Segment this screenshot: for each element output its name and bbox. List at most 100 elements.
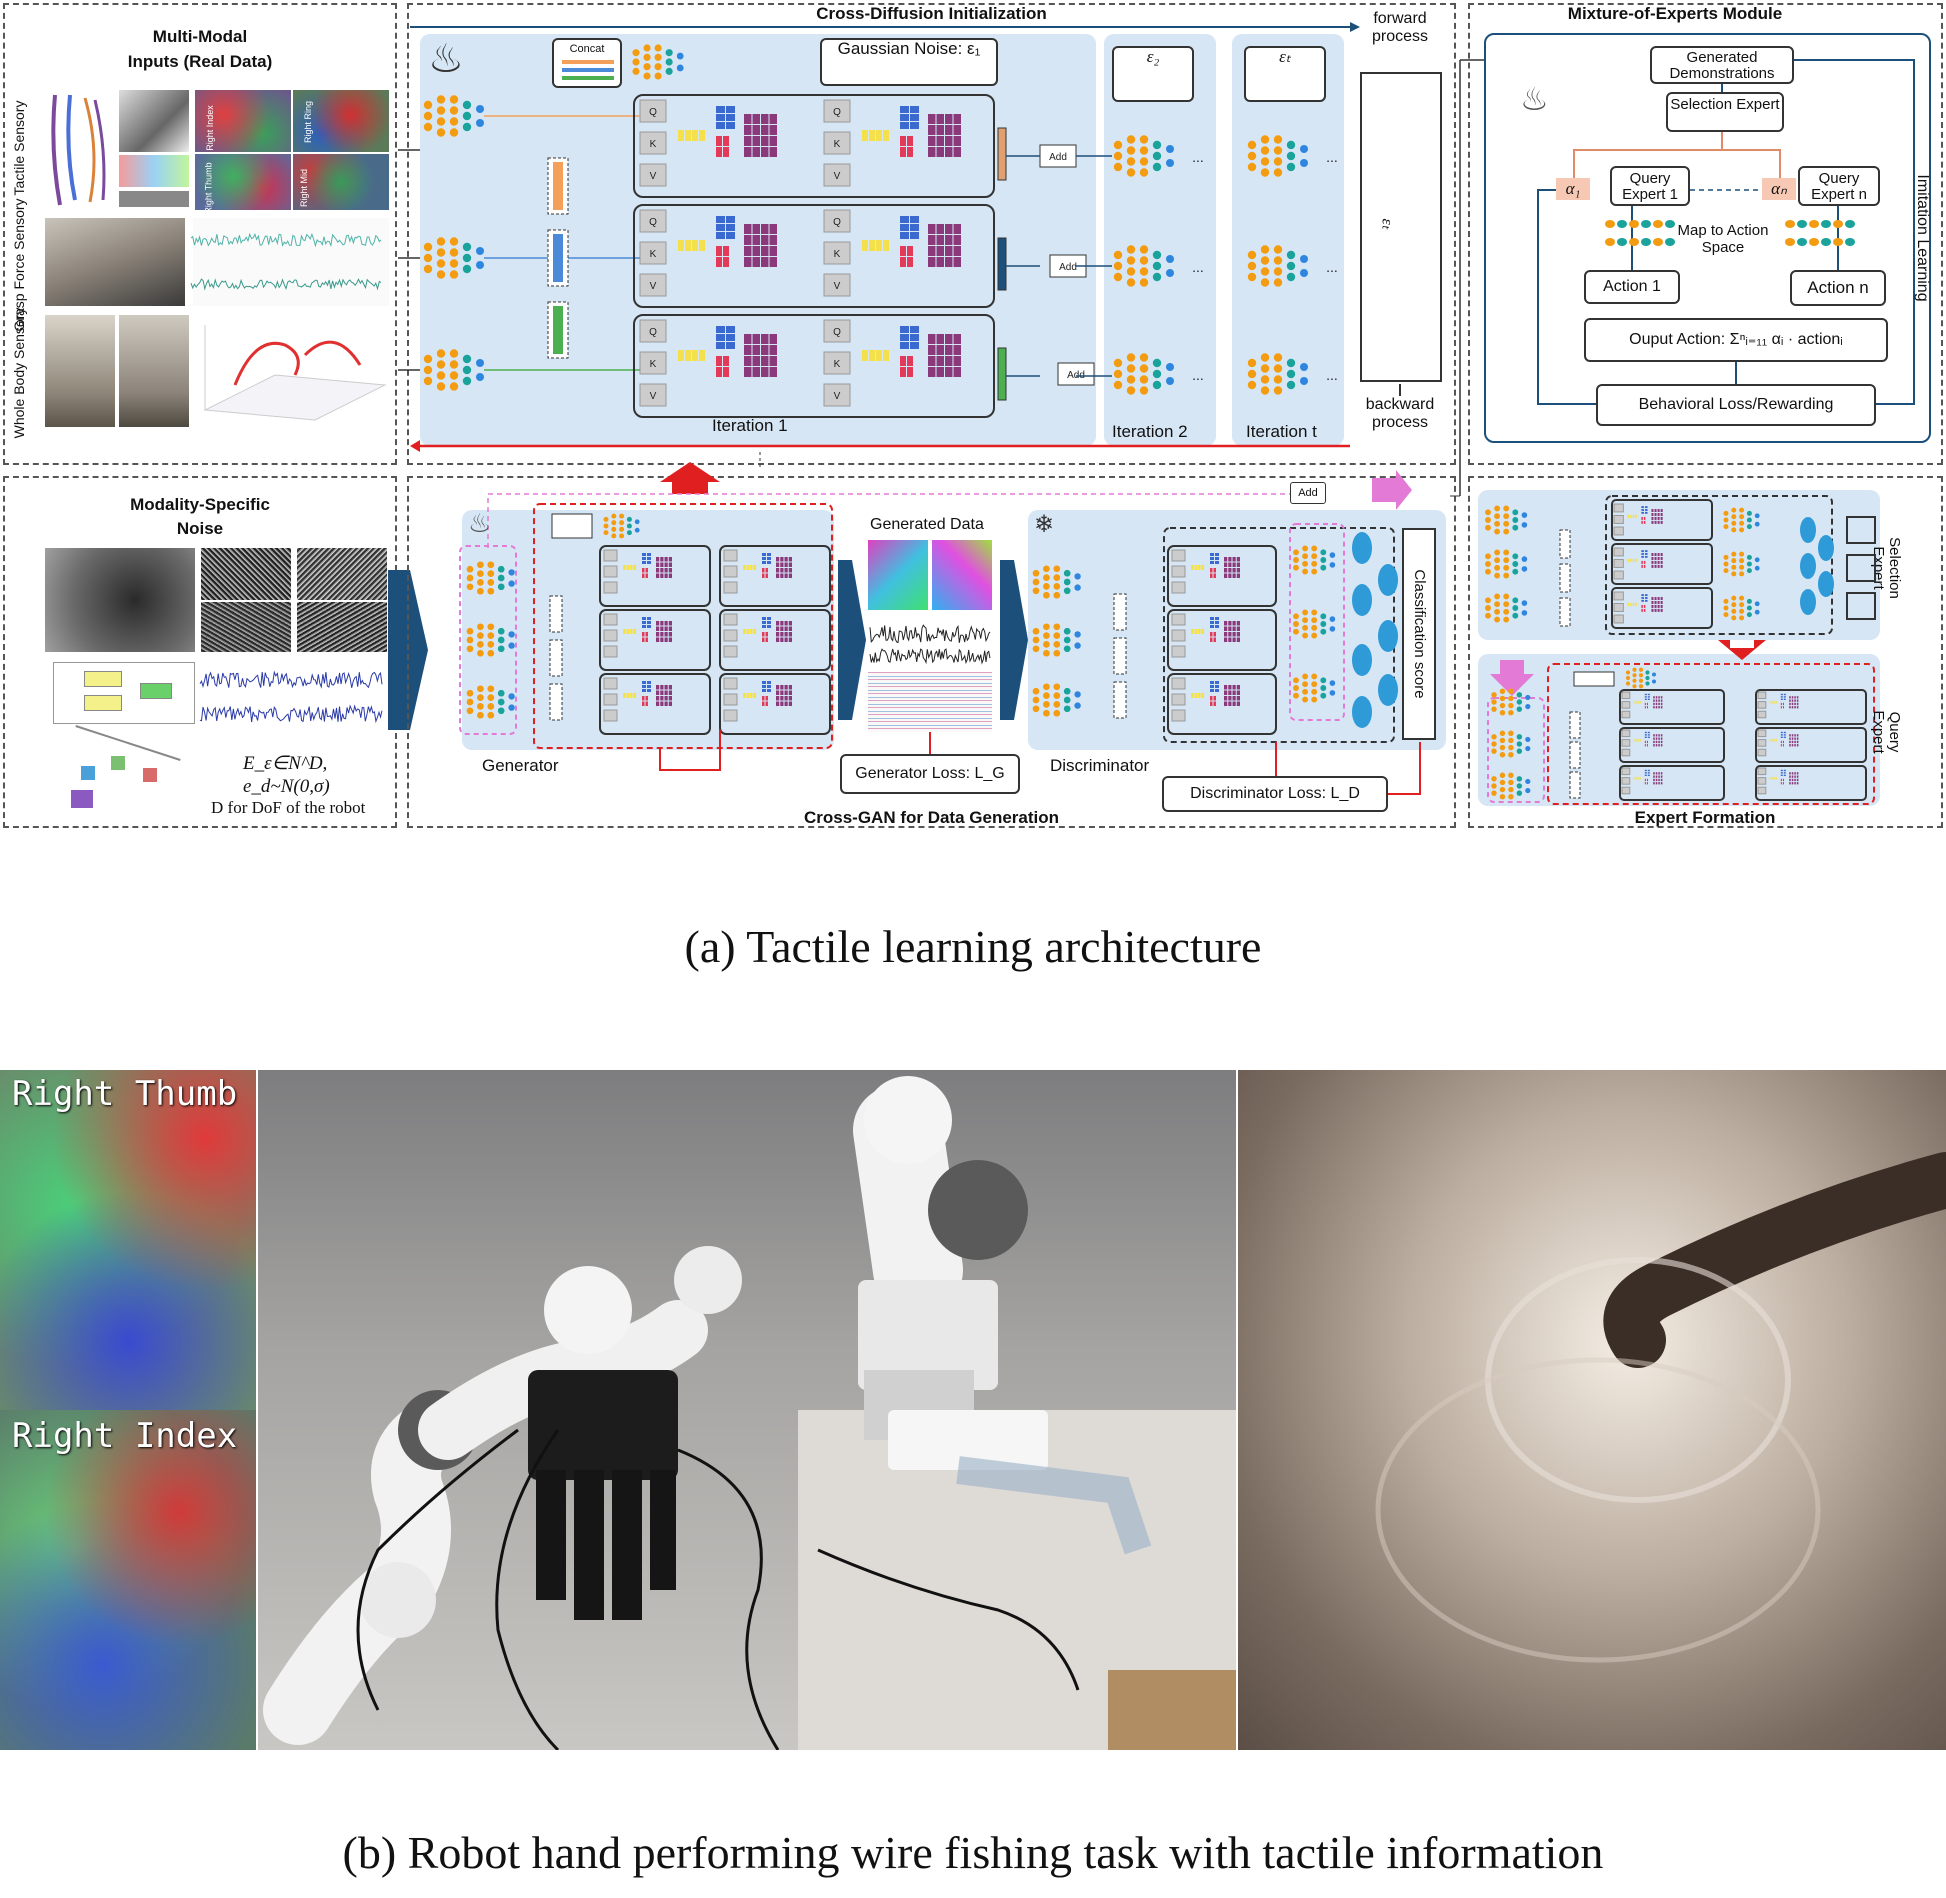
diff-input-net-1-node-8 — [449, 248, 459, 257]
diff-iter-net-2-node-2 — [1113, 380, 1123, 390]
diff-input-net-0-out-a — [476, 105, 484, 113]
gen-block-left-1 — [599, 609, 711, 671]
diff-qkv-left-2-label-2: V — [650, 391, 657, 402]
eps2-box: ε₂ — [1112, 46, 1194, 102]
query-input-net-1-node-3 — [1499, 730, 1506, 737]
diff-iter-net-5-node-12 — [1286, 369, 1296, 379]
gen-qkv-left-1-purple-cell-3-3 — [668, 637, 672, 642]
sel-net-0-node-1 — [1723, 517, 1729, 523]
diff-iter-net-1-node-3 — [1126, 245, 1136, 254]
diff-qkv-right-1-blue-cell-1-1 — [910, 224, 919, 231]
gen-qkv-left-2-purple-cell-2-3 — [668, 696, 672, 701]
diff-qkv-right-0-box-1 — [823, 131, 851, 155]
moe-map-node-3-4 — [1833, 238, 1843, 246]
diff-input-net-2-node-1 — [423, 365, 433, 375]
diff-qkv-left-1-label-0: Q — [649, 217, 657, 228]
disc-input-net-1-node-11 — [1063, 627, 1071, 635]
disc-block-0 — [1167, 545, 1277, 607]
query-qkv-right-1-blue-cell-1-1 — [1783, 734, 1786, 736]
diff-input-net-0-node-9 — [449, 117, 459, 126]
sel-qkv-0-blue-cell-1-1 — [1644, 509, 1648, 511]
gen-qkv-left-2-blue-cell-1-0 — [642, 685, 646, 688]
diff-input-net-1-node-3 — [436, 237, 446, 246]
query-concat-net-node-3 — [1632, 667, 1637, 672]
gen-qkv-right-0-purple-cell-0-2 — [784, 557, 788, 562]
gen-qkv-right-2-purple-cell-3-2 — [784, 701, 788, 706]
sel-qkv-2-purple-cell-0-3 — [1660, 597, 1663, 600]
diff-input-net-0-node-3 — [436, 95, 446, 104]
diff-qkv-left-0-purple-cell-2-3 — [769, 136, 777, 146]
grasp-force-signal — [193, 218, 389, 306]
discriminator-loss-label: Discriminator Loss: L_D — [1190, 785, 1360, 802]
sel-qkv-1-purple-cell-1-0 — [1651, 557, 1654, 560]
noise-formula-2: e_d~N(0,σ) — [243, 776, 330, 797]
query-qkv-left-2-box-1 — [1621, 777, 1631, 785]
sel-net-0-node-6 — [1731, 527, 1737, 533]
diff-side-bar-1 — [997, 237, 1007, 291]
sel-net-1-node-2 — [1723, 568, 1729, 574]
sel-qkv-0-purple-cell-1-0 — [1651, 513, 1654, 516]
moe-map-node-2-0 — [1785, 220, 1795, 228]
robot-arm-diagram — [63, 725, 193, 810]
disc-input-net-0-node-11 — [1063, 569, 1071, 577]
sel-qkv-1-blue-cell-1-1 — [1644, 553, 1648, 555]
diff-iter-net-5-node-10 — [1273, 386, 1283, 395]
wholebody-photo-2 — [119, 315, 189, 427]
disc-classifier-node-0 — [1352, 532, 1372, 564]
gen-input-net-1-node-7 — [487, 623, 495, 631]
diff-qkv-left-0-red-cell-0-0 — [716, 136, 722, 146]
gen-qkv-right-2-box-2 — [723, 709, 738, 722]
diff-qkv-left-1-blue-cell-0-1 — [726, 216, 735, 223]
gen-input-net-1-node-0 — [466, 627, 474, 635]
disc-qkv-1-blue-cell-1-1 — [1215, 621, 1219, 624]
sel-qkv-2-purple-cell-3-0 — [1651, 608, 1654, 612]
diff-qkv-right-0-purple-cell-2-3 — [953, 136, 961, 146]
diff-ellipsis-0: ... — [1192, 149, 1204, 165]
disc-input-net-1-node-12 — [1063, 636, 1071, 644]
sel-input-net-2-node-7 — [1503, 593, 1510, 600]
diff-qkv-left-2-yellow-cell-0-0 — [678, 350, 684, 361]
diff-iter-net-3-node-0 — [1247, 140, 1257, 150]
noise-formula-3: D for DoF of the robot — [211, 798, 366, 817]
diff-qkv-left-2-purple-cell-3-3 — [769, 367, 777, 377]
disc-qkv-0-purple-cell-1-3 — [1236, 562, 1240, 567]
sel-net-0-node-12 — [1746, 517, 1752, 523]
query-qkv-right-0-purple-cell-0-0 — [1789, 696, 1791, 699]
diff-qkv-left-1-red-cell-0-0 — [716, 246, 722, 256]
generator-label: Generator — [482, 756, 559, 775]
gen-qkv-left-2-blue-cell-2-1 — [647, 689, 651, 692]
noise-tile-1 — [201, 548, 291, 600]
query-qkv-left-0-purple-cell-2-3 — [1660, 702, 1663, 706]
gen-input-net-0-node-6 — [477, 587, 484, 595]
gen-concat-net-node-10 — [619, 533, 625, 539]
imitation-learning-label: Imitation Learning — [1914, 174, 1931, 302]
query-qkv-right-2-box-1 — [1757, 777, 1767, 785]
sel-qkv-2-box-1 — [1613, 603, 1624, 612]
gen-qkv-right-2-blue-cell-1-1 — [767, 685, 771, 688]
gen-qkv-left-0-purple-cell-1-1 — [660, 562, 664, 567]
sel-qkv-0-purple-cell-3-1 — [1654, 520, 1657, 524]
query-qkv-right-2-blue-cell-1-1 — [1783, 772, 1786, 774]
disc-input-net-0-node-1 — [1032, 578, 1040, 586]
diff-qkv-right-2-label-0: Q — [833, 327, 841, 338]
gen-qkv-right-2-purple-cell-3-0 — [776, 701, 780, 706]
disc-input-net-1-node-0 — [1032, 627, 1040, 635]
query-qkv-right-1-blue-cell-2-0 — [1780, 736, 1783, 738]
query-qkv-left-0-purple-cell-2-2 — [1658, 702, 1660, 706]
disc-iter-net-2-node-10 — [1311, 696, 1318, 703]
gen-qkv-right-1-blue-cell-2-0 — [762, 625, 766, 628]
sel-qkv-0-purple-cell-0-2 — [1657, 509, 1660, 512]
gen-qkv-right-2-yellow-cell-0-3 — [753, 693, 756, 698]
disc-qkv-0-red-cell-1-0 — [1210, 573, 1213, 578]
diff-qkv-right-2-purple-cell-0-2 — [945, 334, 953, 344]
diff-qkv-right-1-yellow-cell-0-2 — [876, 240, 882, 251]
gen-qkv-right-0-blue-cell-1-1 — [767, 557, 771, 560]
inputs-title-1: Multi-Modal — [152, 27, 248, 46]
selection-expert-box: Selection Expert — [1666, 92, 1784, 132]
diff-qkv-right-1-purple-cell-3-0 — [928, 257, 936, 267]
diff-qkv-left-1-purple-cell-0-3 — [769, 224, 777, 234]
gen-input-net-0-node-1 — [466, 574, 474, 582]
query-qkv-left-0-purple-cell-2-1 — [1655, 702, 1658, 706]
diff-qkv-left-2-blue-cell-0-1 — [726, 326, 735, 333]
gen-qkv-left-1-box-0 — [603, 613, 618, 626]
